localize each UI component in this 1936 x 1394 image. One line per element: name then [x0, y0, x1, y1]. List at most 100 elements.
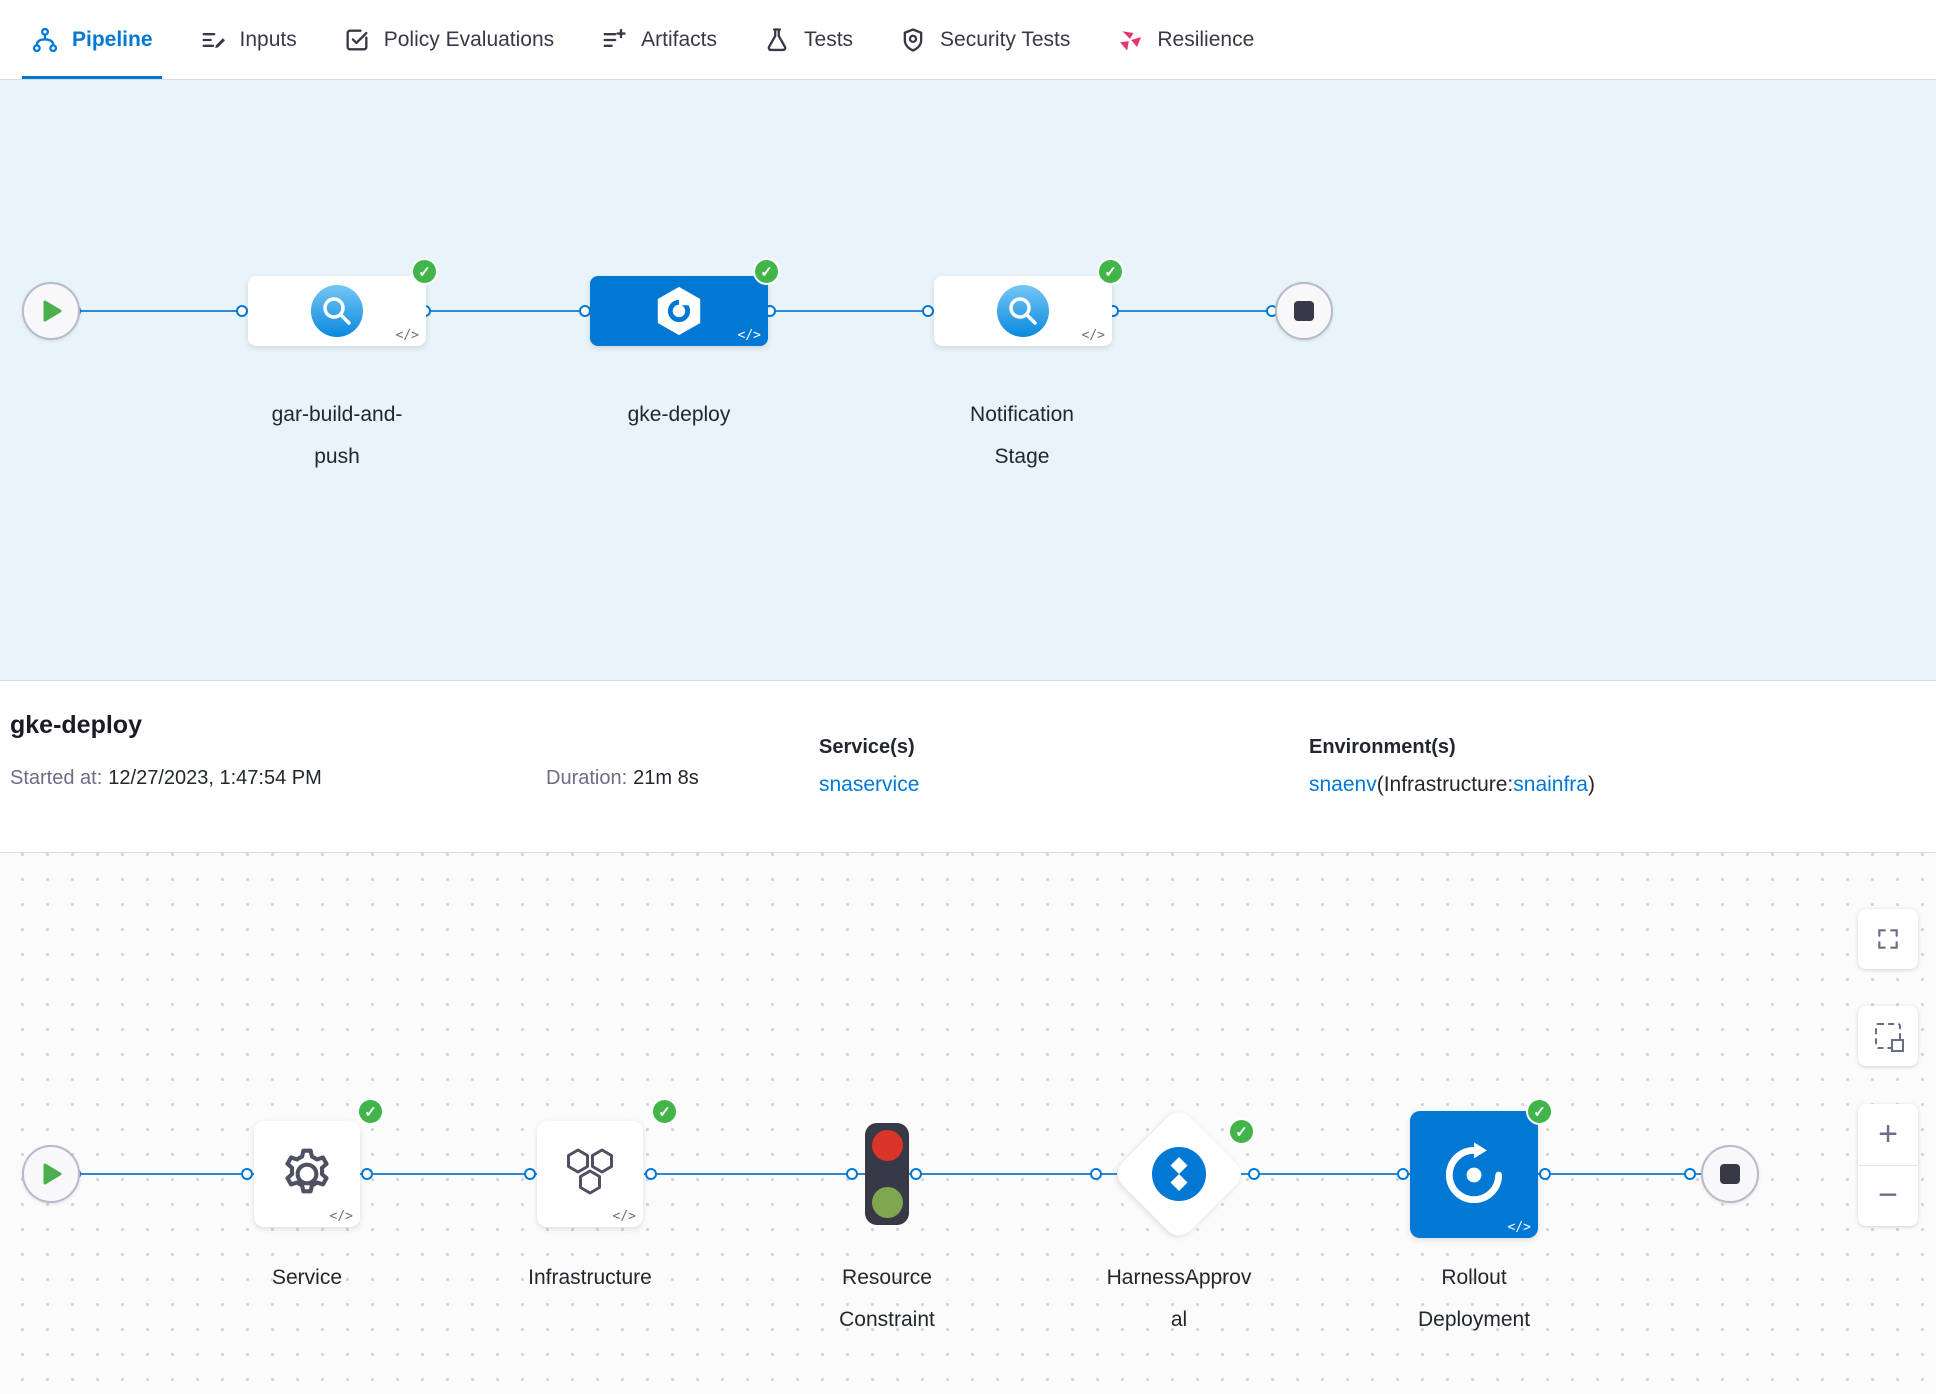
connector-dot	[524, 1168, 536, 1180]
traffic-light-red	[871, 1130, 903, 1161]
marquee-select-button[interactable]	[1858, 1006, 1918, 1066]
approval-icon	[1150, 1145, 1208, 1203]
infrastructure-link[interactable]: snainfra	[1513, 773, 1588, 796]
success-badge-icon: ✓	[1097, 258, 1124, 285]
gear-icon	[274, 1141, 340, 1207]
step-label: HarnessApproval	[1106, 1266, 1252, 1331]
connector-line	[644, 1173, 865, 1175]
success-badge-icon: ✓	[1228, 1118, 1255, 1145]
started-label: Started at:	[10, 767, 103, 789]
connector-line	[909, 1173, 1117, 1175]
fullscreen-icon	[1875, 926, 1901, 952]
stage-title: gke-deploy	[10, 711, 142, 739]
connector-line	[426, 310, 590, 312]
connector-line	[1241, 1173, 1410, 1175]
rollout-icon	[1437, 1138, 1511, 1212]
execution-summary-bar: gke-deploy Started at:12/27/2023, 1:47:5…	[0, 681, 1936, 853]
tab-label: Tests	[804, 27, 854, 51]
tab-label: Inputs	[239, 27, 297, 51]
success-badge-icon: ✓	[651, 1098, 678, 1125]
hexagons-icon	[558, 1142, 622, 1206]
tab-label: Security Tests	[940, 27, 1071, 51]
execution-graph-canvas[interactable]: </> ✓ </> ✓ ✓	[0, 853, 1936, 1394]
zoom-in-button[interactable]: +	[1878, 1114, 1898, 1153]
pipeline-start-node[interactable]	[22, 282, 80, 340]
code-chip-icon: </>	[395, 328, 419, 343]
build-stage-icon	[310, 284, 364, 338]
artifacts-icon	[600, 26, 628, 54]
duration-label: Duration:	[546, 767, 628, 789]
connector-dot	[1397, 1168, 1409, 1180]
stage-label: gar-build-and-push	[271, 403, 403, 468]
tab-artifacts[interactable]: Artifacts	[577, 0, 740, 79]
step-label: Infrastructure	[528, 1266, 652, 1289]
step-service[interactable]: </>	[254, 1121, 360, 1227]
stage-card-gar-build-and-push[interactable]: ✓ </>	[248, 258, 438, 346]
connector-dot	[1684, 1168, 1696, 1180]
connector-dot	[361, 1168, 373, 1180]
deploy-stage-icon	[652, 284, 706, 338]
connector-dot	[241, 1168, 253, 1180]
connector-line	[80, 310, 248, 312]
services-label: Service(s)	[819, 736, 915, 758]
success-badge-icon: ✓	[411, 258, 438, 285]
pipeline-icon	[31, 26, 59, 54]
traffic-light-green	[871, 1187, 903, 1218]
zoom-out-button[interactable]: −	[1858, 1164, 1918, 1227]
started-value: 12/27/2023, 1:47:54 PM	[108, 767, 322, 789]
tab-resilience[interactable]: Resilience	[1093, 0, 1277, 79]
duration: Duration:21m 8s	[546, 767, 699, 790]
success-badge-icon: ✓	[357, 1098, 384, 1125]
environments-label: Environment(s)	[1309, 736, 1456, 758]
tab-policy-evaluations[interactable]: Policy Evaluations	[320, 0, 577, 79]
step-resource-constraint[interactable]	[865, 1123, 909, 1225]
code-chip-icon: </>	[737, 328, 761, 343]
step-label: Service	[271, 1266, 343, 1289]
stop-icon	[1294, 301, 1314, 321]
connector-dot	[645, 1168, 657, 1180]
execution-end-node[interactable]	[1701, 1145, 1759, 1203]
step-rollout-deployment[interactable]: </>	[1410, 1111, 1538, 1238]
connector-line	[360, 1173, 537, 1175]
connector-dot	[1090, 1168, 1102, 1180]
environment-close-paren: )	[1587, 773, 1595, 796]
security-tests-icon	[899, 26, 927, 54]
stage-card-notification-stage[interactable]: ✓ </>	[934, 258, 1124, 346]
marquee-select-icon	[1875, 1023, 1904, 1052]
step-infrastructure[interactable]: </>	[537, 1121, 643, 1227]
step-label: Resource Constraint	[839, 1266, 935, 1331]
stage-label: Notification Stage	[970, 403, 1074, 468]
connector-dot	[1539, 1168, 1551, 1180]
fullscreen-button[interactable]	[1858, 909, 1918, 969]
tab-label: Policy Evaluations	[383, 27, 555, 51]
tab-pipeline[interactable]: Pipeline	[8, 0, 176, 79]
code-chip-icon: </>	[1507, 1220, 1531, 1235]
tab-inputs[interactable]: Inputs	[176, 0, 320, 79]
environment-link[interactable]: snaenv	[1309, 773, 1377, 796]
play-icon	[39, 299, 63, 323]
connector-line	[1538, 1173, 1701, 1175]
connector-dot	[910, 1168, 922, 1180]
inputs-icon	[199, 26, 227, 54]
started-at: Started at:12/27/2023, 1:47:54 PM	[10, 767, 322, 790]
connector-line	[1112, 310, 1275, 312]
tab-tests[interactable]: Tests	[740, 0, 876, 79]
tab-security-tests[interactable]: Security Tests	[876, 0, 1093, 79]
tab-label: Pipeline	[72, 27, 153, 51]
play-icon	[39, 1162, 63, 1186]
code-chip-icon: </>	[1081, 328, 1105, 343]
stop-icon	[1720, 1164, 1740, 1184]
service-link[interactable]: snaservice	[819, 773, 920, 796]
environment-value: snaenv(Infrastructure:snainfra)	[1309, 773, 1595, 797]
pipeline-end-node[interactable]	[1275, 282, 1333, 340]
stage-card-gke-deploy[interactable]: ✓ </>	[590, 258, 780, 346]
connector-line	[80, 1173, 254, 1175]
connector-dot	[846, 1168, 858, 1180]
connector-dot	[1248, 1168, 1260, 1180]
tab-label: Resilience	[1157, 27, 1255, 51]
execution-start-node[interactable]	[22, 1145, 80, 1203]
policy-evaluations-icon	[343, 26, 371, 54]
duration-value: 21m 8s	[633, 767, 699, 789]
tab-label: Artifacts	[641, 27, 718, 51]
stage-graph-canvas[interactable]: ✓ </> ✓ </> ✓	[0, 80, 1936, 681]
